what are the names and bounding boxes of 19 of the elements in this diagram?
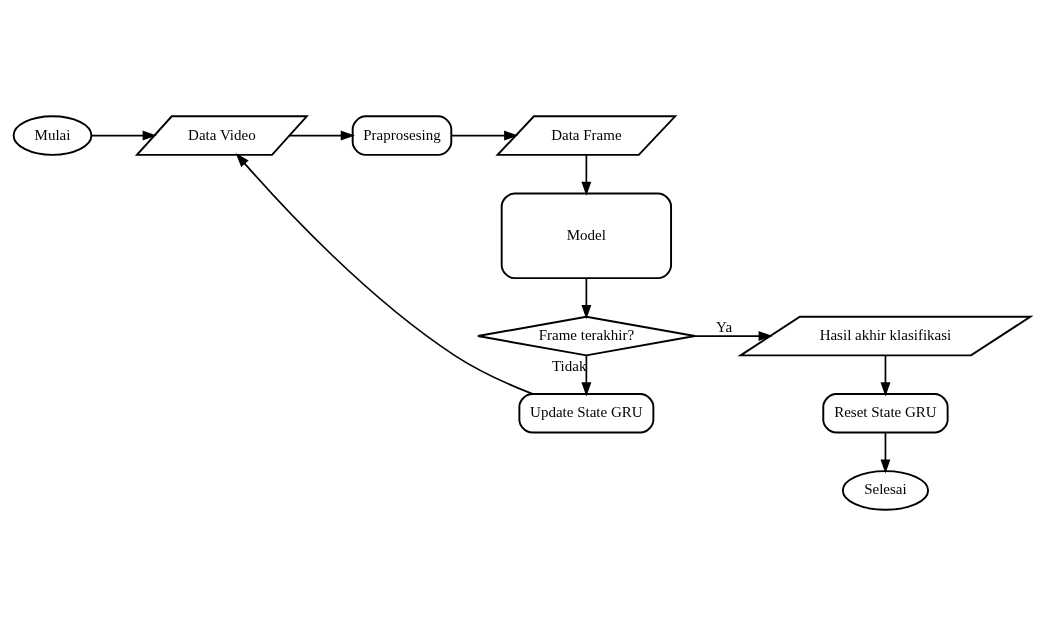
arrow	[581, 277, 592, 320]
arrow	[694, 331, 773, 341]
arrow	[880, 432, 891, 474]
arrow	[288, 130, 355, 141]
node-diamond: Frame terakhir?	[476, 315, 696, 357]
node-box: Model	[500, 192, 673, 280]
node-box: Reset State GRU	[822, 392, 949, 434]
arrow	[450, 130, 519, 141]
arrow	[880, 354, 891, 397]
arrow	[581, 354, 592, 397]
edge-label: Ya	[716, 318, 733, 335]
node-ellipse: Mulai	[12, 115, 93, 156]
arrow	[90, 130, 157, 141]
edge-label: Tidak	[551, 357, 587, 374]
node-ellipse: Selesai	[841, 470, 930, 511]
node-box: Update State GRU	[518, 392, 655, 434]
arrow	[581, 154, 592, 196]
arrow	[235, 153, 534, 395]
node-box: Praprosesing	[351, 115, 453, 156]
